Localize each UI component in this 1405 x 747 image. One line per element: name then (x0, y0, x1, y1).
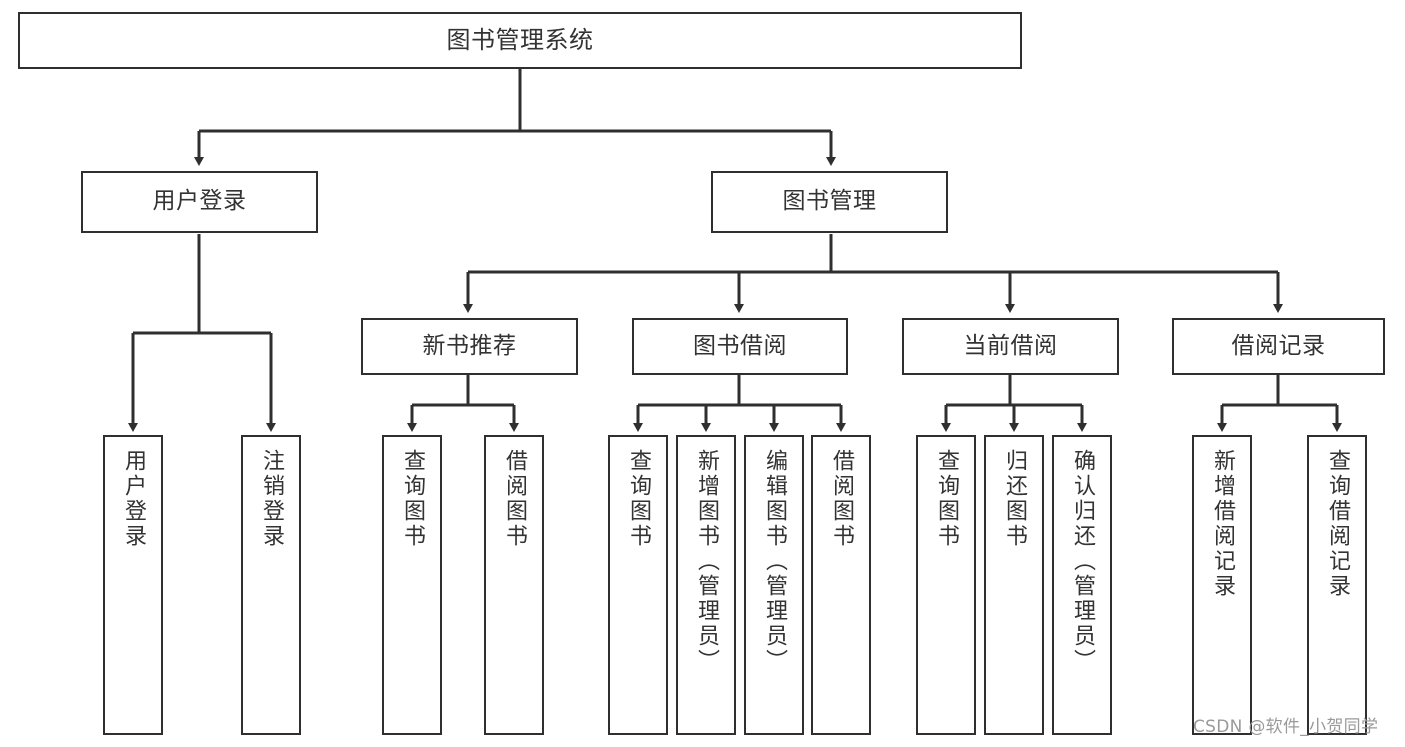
node-label: 查询借阅记录 (1325, 449, 1350, 599)
node-leaf-add-book[interactable]: 新增图书（管理员） (676, 435, 736, 735)
node-book-manage[interactable]: 图书管理 (711, 171, 948, 233)
node-borrow-record[interactable]: 借阅记录 (1172, 318, 1385, 375)
node-label: 归还图书 (1002, 449, 1027, 549)
node-label: 图书管理系统 (446, 26, 594, 55)
node-current-borrow[interactable]: 当前借阅 (902, 318, 1119, 375)
node-label: 当前借阅 (963, 332, 1058, 359)
node-label: 确认归还（管理员） (1070, 449, 1095, 674)
node-book-borrow[interactable]: 图书借阅 (632, 318, 848, 375)
node-leaf-edit-book[interactable]: 编辑图书（管理员） (744, 435, 804, 735)
node-label: 新书推荐 (422, 332, 517, 359)
node-label: 新增借阅记录 (1210, 449, 1235, 599)
node-leaf-borrow-book-1[interactable]: 借阅图书 (484, 435, 544, 735)
node-user-login[interactable]: 用户登录 (81, 171, 318, 233)
node-label: 新增图书（管理员） (694, 449, 719, 674)
node-label: 查询图书 (400, 449, 425, 549)
node-leaf-query-book-1[interactable]: 查询图书 (382, 435, 442, 735)
node-label: 借阅图书 (829, 449, 854, 549)
node-new-book-recommendation[interactable]: 新书推荐 (361, 318, 578, 375)
node-leaf-user-login[interactable]: 用户登录 (103, 435, 163, 735)
node-leaf-confirm-return[interactable]: 确认归还（管理员） (1052, 435, 1112, 735)
node-label: 图书借阅 (693, 332, 787, 359)
node-leaf-logout[interactable]: 注销登录 (241, 435, 301, 735)
node-label: 借阅图书 (502, 449, 527, 549)
node-label: 图书管理 (782, 188, 877, 215)
node-leaf-borrow-book-2[interactable]: 借阅图书 (811, 435, 871, 735)
node-label: 用户登录 (121, 449, 146, 549)
node-label: 注销登录 (259, 449, 284, 549)
node-leaf-return-book[interactable]: 归还图书 (984, 435, 1044, 735)
node-label: 查询图书 (934, 449, 959, 549)
node-label: 借阅记录 (1231, 332, 1326, 359)
node-label: 查询图书 (626, 449, 651, 549)
node-leaf-add-record[interactable]: 新增借阅记录 (1192, 435, 1252, 735)
node-leaf-query-record[interactable]: 查询借阅记录 (1307, 435, 1367, 735)
watermark-text: CSDN @软件_小贺同学 (1193, 717, 1379, 737)
node-leaf-query-book-2[interactable]: 查询图书 (608, 435, 668, 735)
node-root-system[interactable]: 图书管理系统 (18, 12, 1022, 69)
node-label: 用户登录 (152, 188, 247, 215)
node-label: 编辑图书（管理员） (762, 449, 787, 674)
node-leaf-query-book-3[interactable]: 查询图书 (916, 435, 976, 735)
